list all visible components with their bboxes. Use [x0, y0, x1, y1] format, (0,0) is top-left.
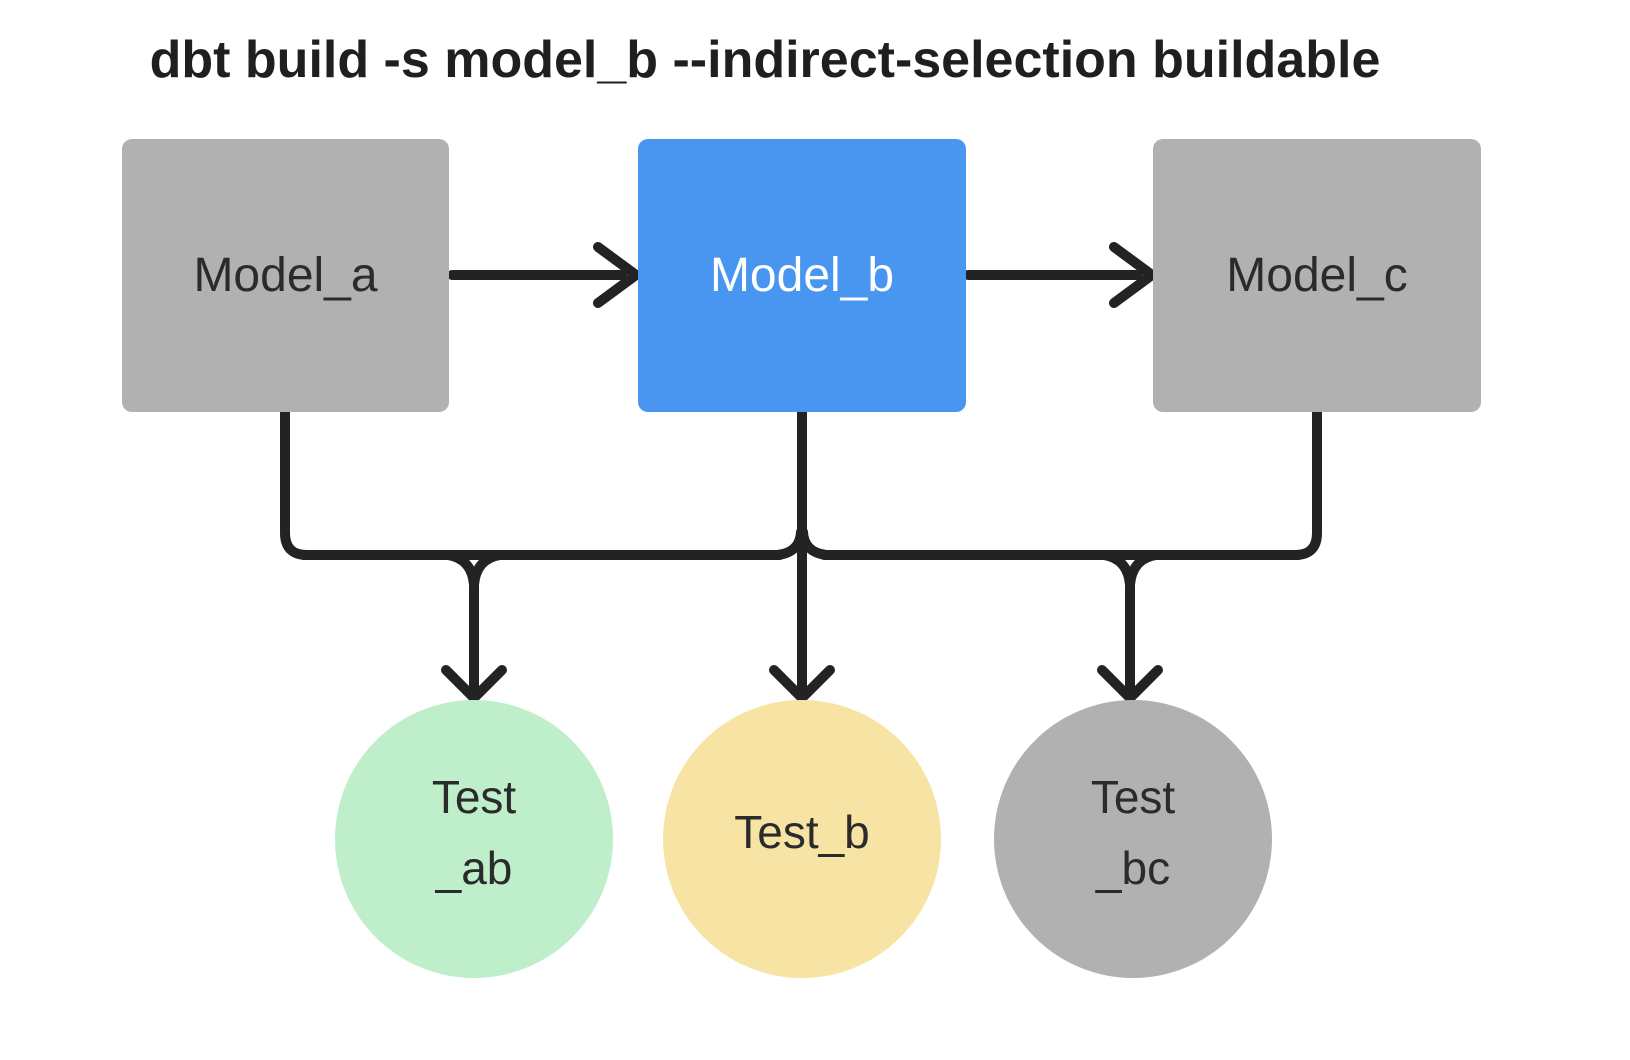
node-test-b: Test_b — [663, 700, 941, 978]
node-model-c-label: Model_c — [1226, 249, 1408, 302]
node-test-b-label: Test_b — [734, 797, 870, 868]
label-line: Test_b — [734, 806, 870, 859]
label-line: _ab — [435, 842, 513, 894]
node-test-bc-label: Test _bc — [1091, 762, 1175, 905]
diagram-title: dbt build -s model_b --indirect-selectio… — [149, 31, 1381, 89]
node-model-b-label: Model_b — [709, 249, 895, 302]
node-test-ab-label: Test _ab — [432, 762, 516, 905]
node-test-ab: Test _ab — [335, 700, 613, 978]
arrowhead-down-icon — [769, 665, 835, 703]
node-model-a: Model_a — [122, 139, 449, 412]
label-line: Test — [1090, 770, 1176, 823]
arrowhead-down-icon — [441, 665, 507, 703]
arrowhead-right-icon — [1109, 242, 1157, 308]
node-model-b: Model_b — [638, 139, 966, 412]
edge-collector-to-test-ab — [441, 550, 507, 703]
edge-model-b-to-test-b — [769, 407, 835, 703]
edge-model-a-to-model-b — [447, 242, 641, 308]
label-line: _bc — [1095, 842, 1171, 894]
label-line: Test — [431, 770, 517, 823]
node-model-c: Model_c — [1153, 139, 1481, 412]
node-test-bc: Test _bc — [994, 700, 1272, 978]
edge-model-b-to-model-c — [963, 242, 1157, 308]
arrowhead-right-icon — [593, 242, 641, 308]
node-model-a-label: Model_a — [193, 249, 378, 302]
edge-collector-to-test-bc — [1097, 550, 1163, 703]
arrowhead-down-icon — [1097, 665, 1163, 703]
model-c-drop — [1290, 407, 1322, 560]
model-a-drop — [280, 407, 312, 560]
